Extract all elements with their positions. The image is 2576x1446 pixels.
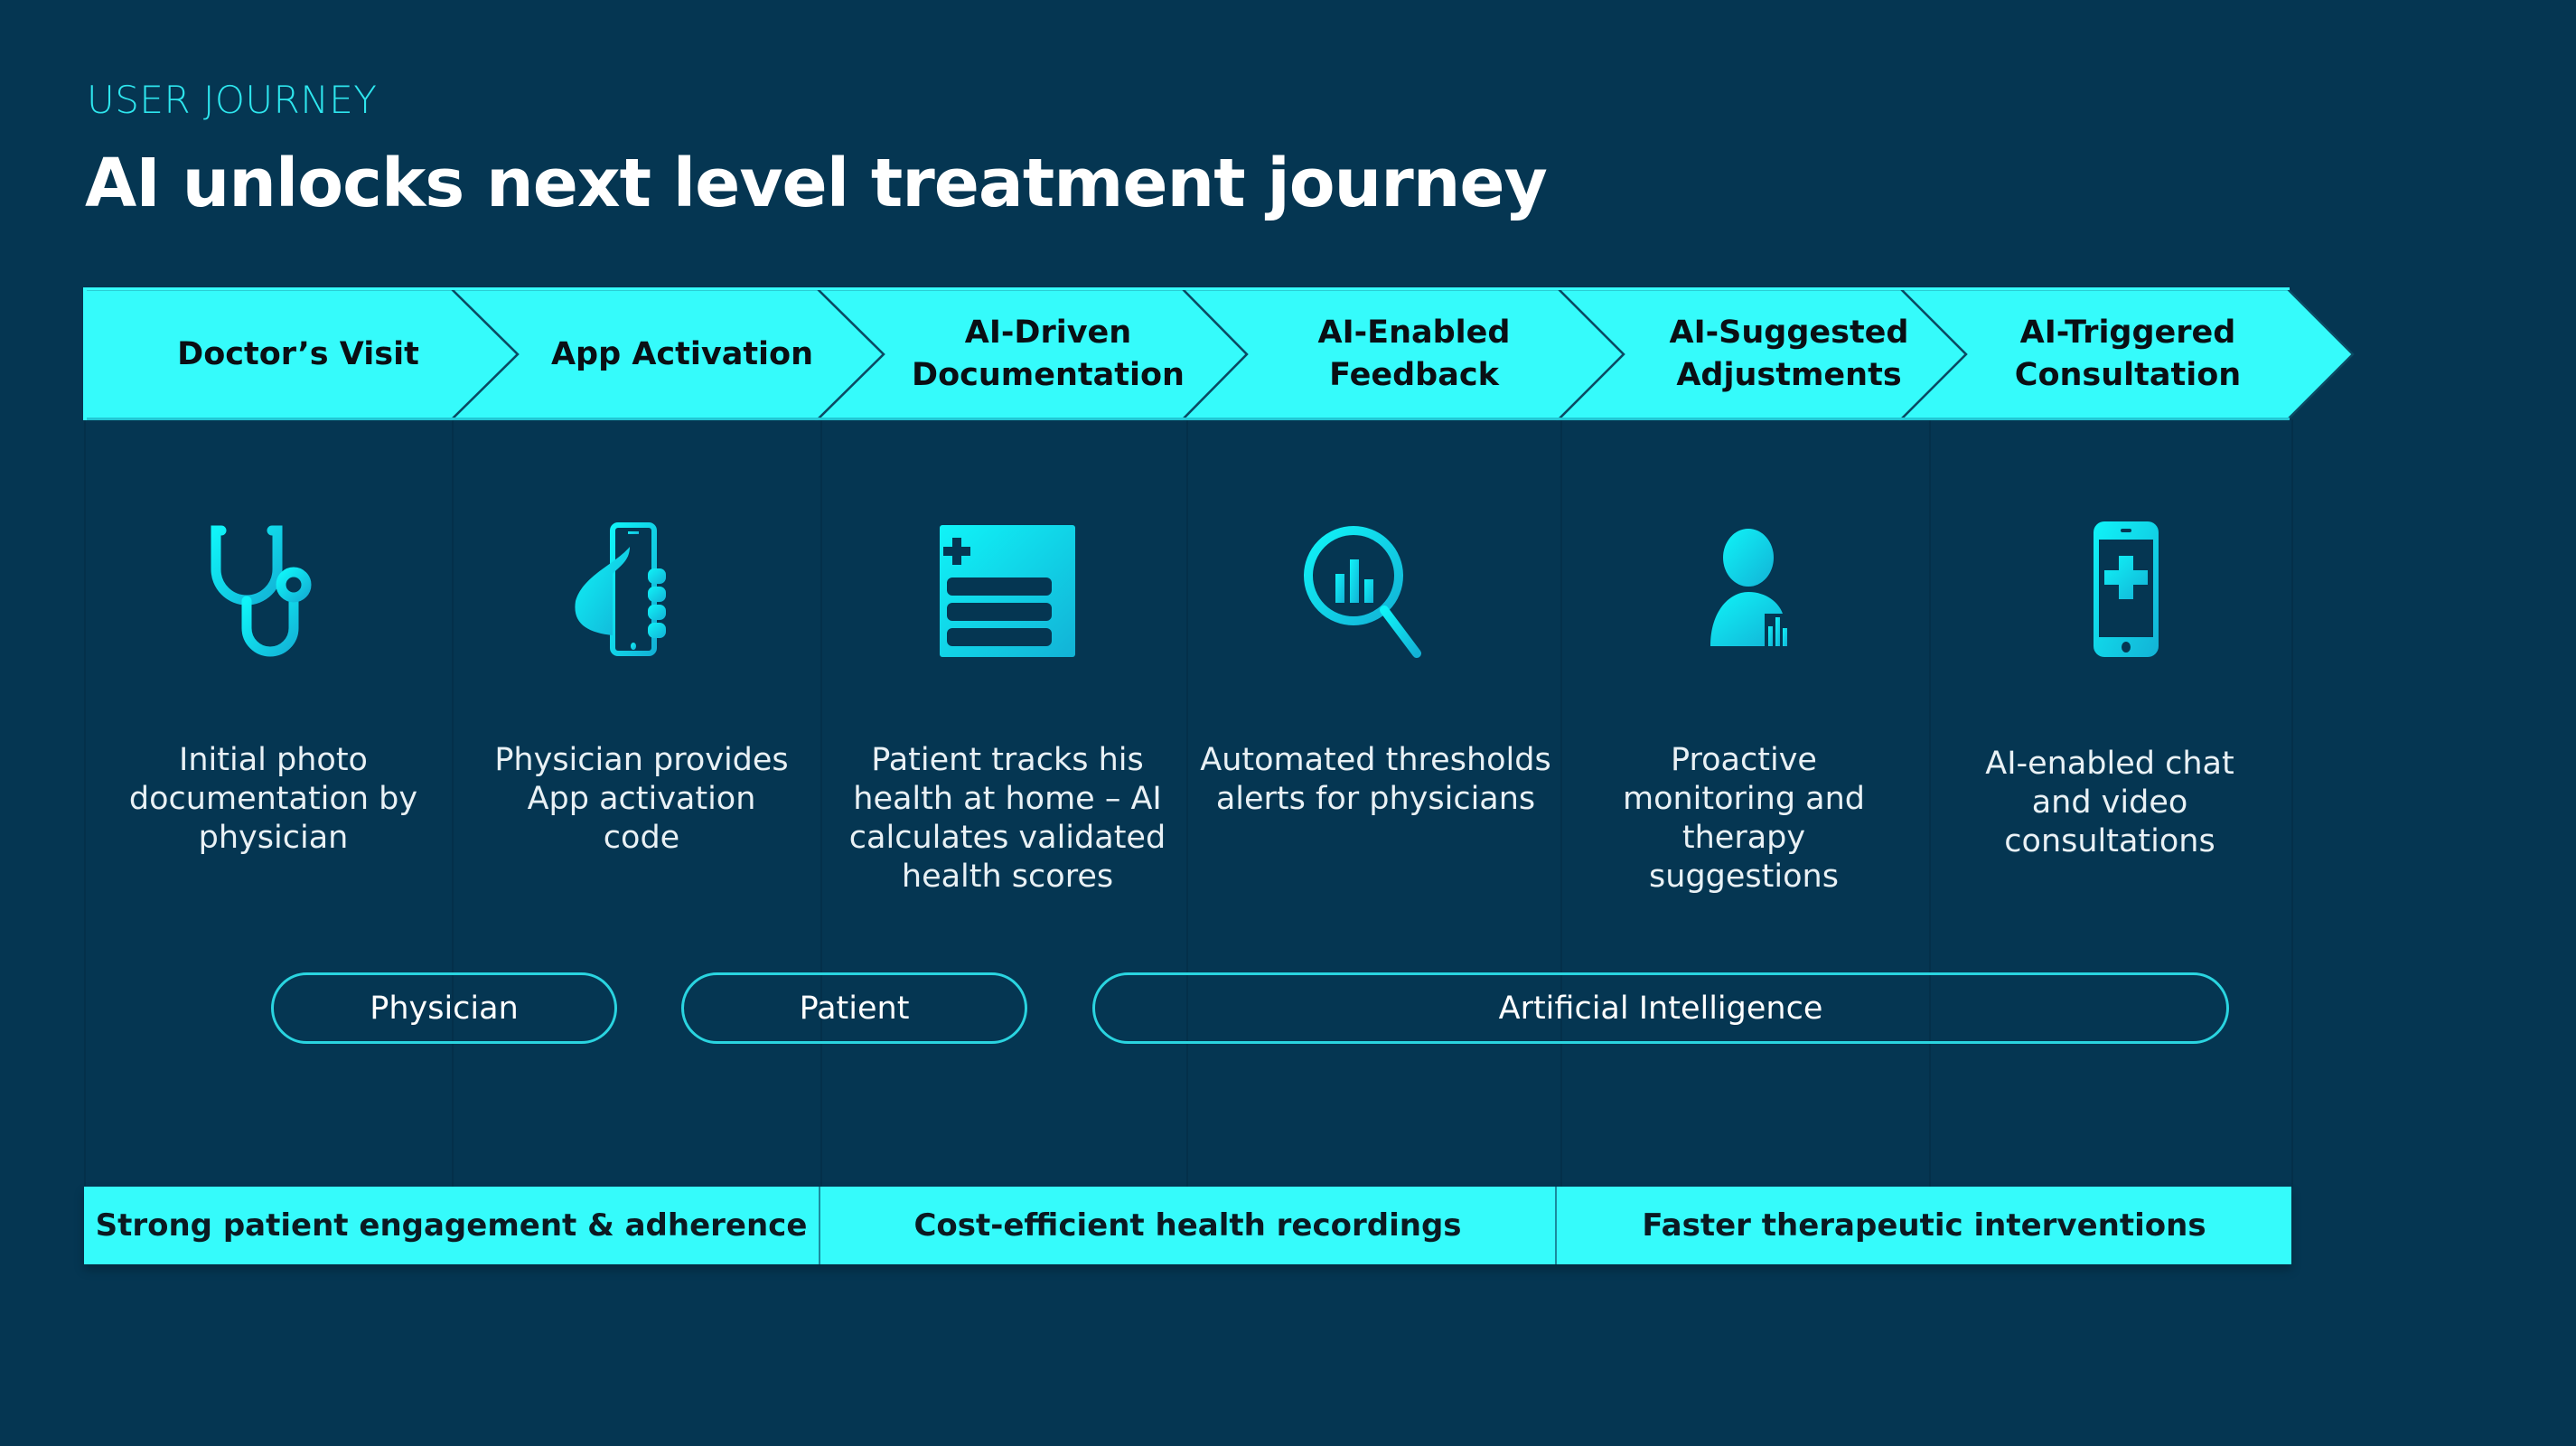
journey-columns bbox=[84, 419, 2293, 1188]
step-description-ai-driven-documentation: Patient tracks his health at home – AI c… bbox=[848, 742, 1166, 895]
outcome-faster-interventions: Faster therapeutic interventions bbox=[1555, 1187, 2291, 1264]
actor-pill-physician[interactable]: Physician bbox=[271, 972, 617, 1044]
column-6 bbox=[1929, 419, 2293, 1188]
magnifier-chart-icon bbox=[1292, 520, 1446, 660]
outcomes-bar: Strong patient engagement & adherence Co… bbox=[84, 1187, 2291, 1264]
step-description-ai-suggested-adjustments: Proactive monitoring and therapy suggest… bbox=[1622, 742, 1866, 895]
page-title: AI unlocks next level treatment journey bbox=[85, 145, 1548, 222]
column-5 bbox=[1560, 419, 1930, 1188]
phone-medical-cross-icon bbox=[2047, 520, 2200, 660]
step-label-ai-driven-documentation: AI-Driven Documentation bbox=[912, 315, 1185, 393]
column-3 bbox=[820, 419, 1187, 1188]
outcome-cost-efficient: Cost-efficient health recordings bbox=[819, 1187, 1555, 1264]
hand-holding-phone-icon bbox=[565, 520, 718, 660]
stethoscope-icon bbox=[194, 520, 348, 660]
step-description-app-activation: Physician provides App activation code bbox=[494, 742, 789, 856]
actor-pill-patient[interactable]: Patient bbox=[681, 972, 1027, 1044]
actor-pill-artificial-intelligence[interactable]: Artificial Intelligence bbox=[1092, 972, 2229, 1044]
user-analytics-icon bbox=[1667, 520, 1821, 660]
step-label-ai-suggested-adjustments: AI-Suggested Adjustments bbox=[1669, 315, 1909, 393]
medical-record-icon bbox=[931, 520, 1084, 660]
column-2 bbox=[452, 419, 820, 1188]
column-1 bbox=[84, 419, 452, 1188]
step-label-ai-triggered-consultation: AI-Triggered Consultation bbox=[2014, 315, 2242, 393]
step-label-ai-enabled-feedback: AI-Enabled Feedback bbox=[1317, 315, 1511, 393]
step-description-ai-enabled-feedback: Automated thresholds alerts for physicia… bbox=[1200, 742, 1551, 817]
step-label-app-activation: App Activation bbox=[550, 335, 814, 372]
outcome-engagement: Strong patient engagement & adherence bbox=[95, 1207, 808, 1244]
step-description-doctors-visit: Initial photo documentation by physician bbox=[128, 742, 418, 856]
step-description-ai-triggered-consultation: AI-enabled chat and video consultations bbox=[1985, 746, 2234, 859]
step-label-doctors-visit: Doctor’s Visit bbox=[177, 335, 419, 372]
section-eyebrow: USER JOURNEY bbox=[87, 78, 378, 122]
column-4 bbox=[1186, 419, 1561, 1188]
